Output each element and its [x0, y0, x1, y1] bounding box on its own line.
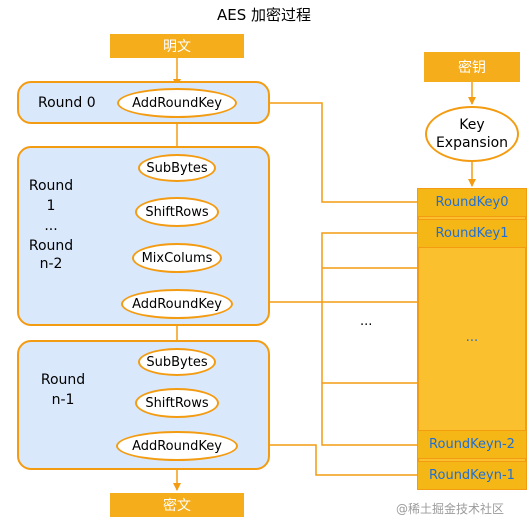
line-roundkeyn2	[321, 302, 418, 446]
step-addroundkey-mid: AddRoundKey	[121, 289, 233, 319]
watermark-text: @稀土掘金技术社区	[396, 502, 505, 516]
diagram-title: AES 加密过程	[216, 6, 312, 24]
plaintext-box: 明文	[110, 34, 244, 58]
round0-addroundkey: AddRoundKey	[117, 88, 237, 118]
arrow-roundkey0	[239, 99, 418, 203]
round-last-label: Round n-1	[40, 372, 86, 408]
arrow-roundkeyn1	[237, 441, 418, 476]
rounds-mid-label: Round 1 ... Round n-2	[28, 178, 74, 272]
key-expansion-oval: Key Expansion	[425, 106, 519, 162]
step-subbytes: SubBytes	[138, 154, 216, 182]
key-box: 密钥	[424, 52, 520, 82]
round-key-n1: RoundKeyn-1	[417, 461, 527, 490]
step-shiftrows: ShiftRows	[135, 197, 219, 227]
step-shiftrows-last: ShiftRows	[135, 388, 219, 418]
round0-label: Round 0	[38, 95, 96, 111]
step-subbytes-last: SubBytes	[138, 348, 216, 376]
round-key-1: RoundKey1	[417, 219, 527, 248]
round-key-0: RoundKey0	[417, 188, 527, 217]
ciphertext-box: 密文	[110, 493, 244, 517]
step-addroundkey-last: AddRoundKey	[116, 431, 238, 461]
step-mixcolums: MixColums	[132, 243, 222, 273]
mid-ellipsis: ...	[360, 314, 373, 329]
round-key-ellipsis: ...	[465, 330, 479, 345]
round-key-n2: RoundKeyn-2	[417, 430, 527, 459]
